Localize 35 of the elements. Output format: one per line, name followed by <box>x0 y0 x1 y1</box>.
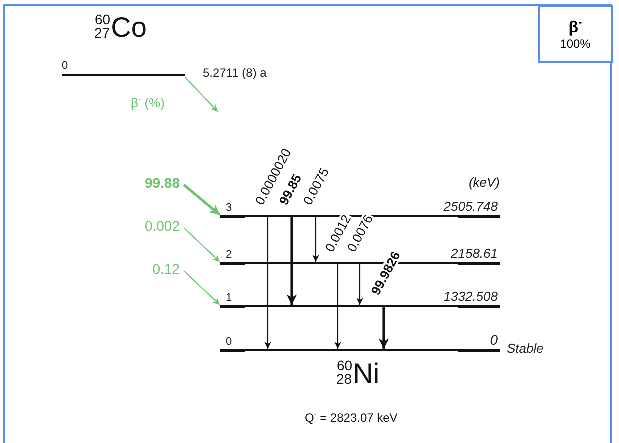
arrow <box>378 307 390 349</box>
level-label: 0 <box>490 333 498 347</box>
arrow <box>184 228 220 262</box>
energy-level-line <box>220 215 500 217</box>
energy-level-line <box>62 74 185 76</box>
level-label: 2 <box>226 250 232 261</box>
arrow <box>312 217 320 262</box>
level-label: 3 <box>226 203 232 214</box>
level-label: 0 <box>226 337 232 348</box>
arrow <box>183 184 221 216</box>
arrow <box>334 264 342 349</box>
decay-mode: β$^{-}$ <box>568 18 582 36</box>
feeding-intensity: 0.002 <box>120 218 180 234</box>
feeding-intensity: 99.88 <box>120 175 180 191</box>
level-label: 0 <box>62 61 68 72</box>
level-label: 2505.748 <box>444 200 498 213</box>
arrow <box>184 76 218 112</box>
branching-ratio: 100% <box>560 38 591 50</box>
energy-level-line <box>220 349 500 351</box>
level-label: 2158.61 <box>451 247 498 260</box>
energy-level-line <box>220 262 500 264</box>
feeding-intensity: 0.12 <box>120 261 180 277</box>
energy-level-line <box>220 305 500 307</box>
label-text: Q$^{-}$ = 2823.07 keV <box>305 412 398 424</box>
label-text: (keV) <box>468 176 500 189</box>
level-label: 5.2711 (8) a <box>203 67 267 79</box>
arrow <box>356 264 364 305</box>
level-label: 1 <box>226 293 232 304</box>
edge-label: β$^{-}$ (%) <box>130 96 166 110</box>
level-label: Stable <box>507 342 544 355</box>
decay-mode-box <box>538 5 613 63</box>
level-label: 1332.508 <box>444 290 498 303</box>
arrow <box>184 270 220 306</box>
arrow <box>264 217 272 349</box>
arrow <box>286 217 298 305</box>
